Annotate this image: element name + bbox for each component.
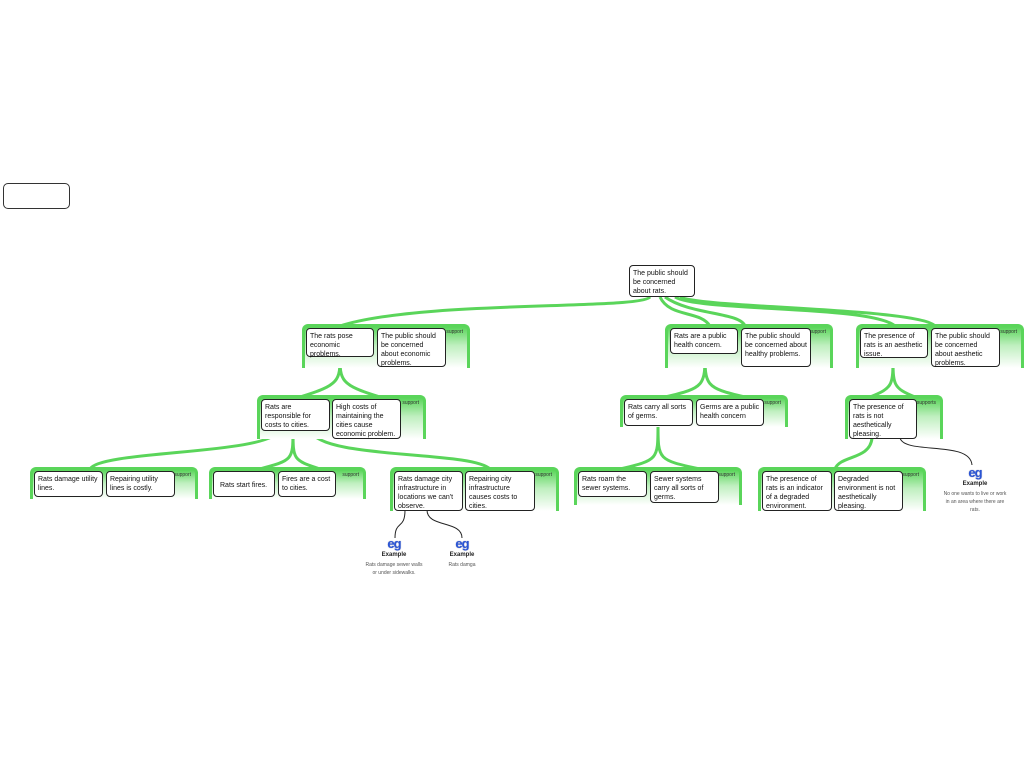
warrant-box[interactable]: Repairing city infrastructure causes cos… (465, 471, 535, 511)
claim-box[interactable]: The presence of rats is an aesthetic iss… (860, 328, 928, 358)
warrant-box[interactable]: The public should be concerned about hea… (741, 328, 811, 367)
warrant-box[interactable]: The public should be concerned about aes… (931, 328, 1000, 367)
group-label: support (764, 400, 781, 406)
claim-box[interactable]: Rats start fires. (213, 471, 275, 497)
example-eg-icon: eg (387, 536, 401, 551)
group-label: support (718, 472, 735, 478)
example-node[interactable]: eg Example Rats damga (432, 536, 492, 569)
group-label: support (1000, 329, 1017, 335)
warrant-box[interactable]: Repairing utility lines is costly. (106, 471, 175, 497)
example-node[interactable]: eg Example Rats damage sewer walls or un… (364, 536, 424, 577)
warrant-box[interactable]: High costs of maintaining the cities cau… (332, 399, 401, 439)
example-eg-icon: eg (455, 536, 469, 551)
example-node[interactable]: eg Example No one wants to live or work … (942, 465, 1008, 514)
warrant-box[interactable]: Degraded environment is not aestheticall… (834, 471, 903, 511)
root-claim[interactable]: The public should be concerned about rat… (629, 265, 695, 297)
claim-box[interactable]: The presence of rats is an indicator of … (762, 471, 832, 511)
example-text: Rats damga (448, 562, 476, 568)
example-text: Rats damage sewer walls or under sidewal… (365, 562, 423, 576)
claim-box[interactable]: Rats damage utility lines. (34, 471, 103, 497)
example-text: No one wants to live or work in an area … (943, 491, 1007, 513)
example-eg-icon: eg (968, 465, 982, 480)
claim-box[interactable]: Rats roam the sewer systems. (578, 471, 647, 497)
example-title: Example (381, 552, 407, 558)
claim-box[interactable]: Rats are responsible for costs to cities… (261, 399, 330, 431)
empty-node[interactable] (3, 183, 70, 209)
group-label: support (535, 472, 552, 478)
group-label: support (342, 472, 359, 478)
warrant-box[interactable]: Sewer systems carry all sorts of germs. (650, 471, 719, 503)
claim-box[interactable]: Rats damage city infrastructure in locat… (394, 471, 463, 511)
group-label: support (402, 400, 419, 406)
group-label: support (809, 329, 826, 335)
claim-box[interactable]: Rats carry all sorts of germs. (624, 399, 693, 426)
claim-box[interactable]: Rats are a public health concern. (670, 328, 738, 354)
group-label: support (902, 472, 919, 478)
warrant-box[interactable]: The public should be concerned about eco… (377, 328, 446, 367)
group-label: supports (916, 400, 936, 406)
group-label: support (446, 329, 463, 335)
warrant-box[interactable]: Fires are a cost to cities. (278, 471, 336, 497)
example-title: Example (449, 552, 475, 558)
example-title: Example (962, 481, 988, 487)
claim-box[interactable]: The presence of rats is not aestheticall… (849, 399, 917, 439)
group-label: support (174, 472, 191, 478)
claim-box[interactable]: The rats pose economic problems. (306, 328, 374, 358)
warrant-box[interactable]: Germs are a public health concern (696, 399, 764, 426)
